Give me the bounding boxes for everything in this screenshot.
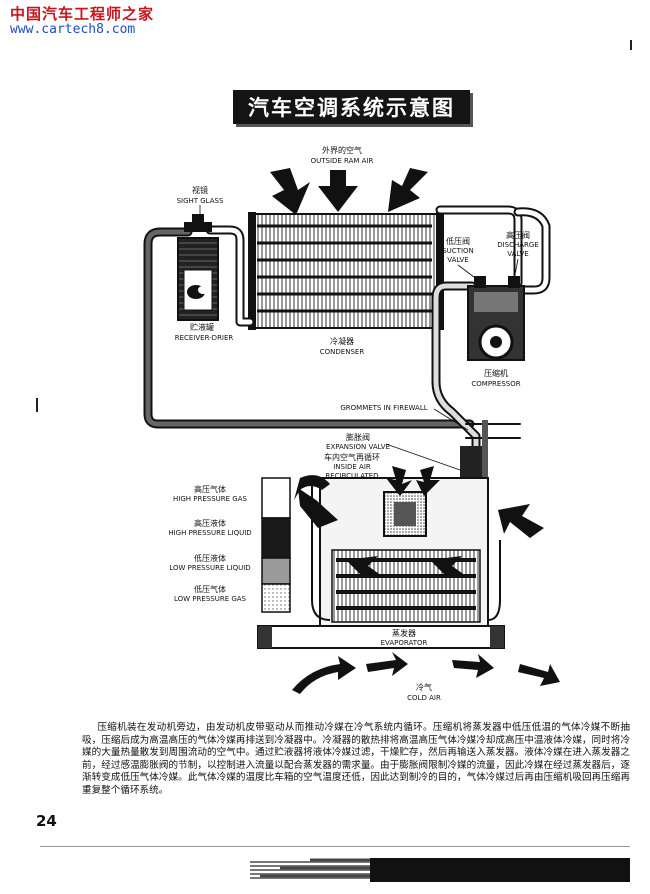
watermark-url: www.cartech8.com	[10, 22, 136, 38]
recirculated-air-arrow-right	[416, 466, 440, 496]
page-number: 24	[36, 812, 57, 830]
legend-label-1-en: HIGH PRESSURE LIQUID	[168, 529, 251, 537]
legend-label-2-cn: 低压液体	[194, 553, 226, 563]
label-expansion-cn: 膨胀阀	[346, 432, 370, 442]
label-evaporator-cn: 蒸发器	[392, 628, 416, 638]
recirculated-air-arrow-left	[386, 466, 412, 496]
label-inside-air-en-2: RECIRCULATED	[325, 472, 378, 480]
suction-valve-icon	[474, 276, 486, 288]
scan-footer-streaks	[250, 852, 630, 882]
label-sight-glass-cn: 视镜	[192, 185, 208, 195]
scan-footer-bar	[250, 852, 630, 882]
outside-air-arrow-center	[318, 170, 358, 212]
label-suction-en-2: VALVE	[447, 256, 468, 264]
label-sight-glass-en: SIGHT GLASS	[177, 197, 224, 205]
scan-edge-mark	[630, 40, 632, 50]
outside-air-arrows	[270, 168, 428, 215]
cold-air-arrow-3	[452, 654, 494, 678]
condenser	[248, 212, 444, 330]
page-title: 汽车空调系统示意图	[233, 90, 470, 124]
label-cold-air-en: COLD AIR	[407, 694, 441, 702]
label-expansion-en: EXPANSION VALVE	[326, 443, 390, 451]
compressor	[467, 276, 525, 361]
diagram-labels: 外界的空气 OUTSIDE RAM AIR 视镜 SIGHT GLASS 贮液罐…	[168, 145, 538, 702]
label-condenser-en: CONDENSER	[320, 348, 365, 356]
label-compressor-cn: 压缩机	[484, 368, 508, 378]
label-cold-air-cn: 冷气	[416, 682, 432, 692]
label-evaporator-en: EVAPORATOR	[381, 639, 428, 647]
legend	[261, 477, 291, 613]
legend-swatch-high-pressure-gas	[261, 477, 291, 519]
cold-air-arrow-2	[366, 652, 408, 676]
legend-swatch-low-pressure-liquid	[261, 557, 291, 585]
outside-air-arrow-left	[270, 168, 310, 215]
legend-label-3-en: LOW PRESSURE GAS	[174, 595, 247, 603]
evaporator-unit	[257, 477, 505, 649]
condenser-fins	[254, 213, 438, 329]
inside-air-arrow-right	[498, 504, 544, 538]
label-discharge-en-2: VALVE	[507, 250, 528, 258]
outside-air-arrow-right	[388, 168, 428, 212]
legend-label-2-en: LOW PRESSURE LIQUID	[169, 564, 250, 572]
watermark-site-name: 中国汽车工程师之家	[10, 5, 155, 23]
sight-glass-icon	[192, 214, 204, 224]
label-discharge-en-1: DISCHARGE	[497, 241, 539, 249]
label-receiver-cn: 贮液罐	[190, 322, 214, 332]
label-receiver-en: RECEIVER-DRIER	[175, 334, 234, 342]
cold-air-arrow-4	[518, 664, 560, 686]
legend-swatch-high-pressure-liquid	[261, 517, 291, 559]
body-paragraph: 压缩机装在发动机旁边，由发动机皮带驱动从而推动冷媒在冷气系统内循环。压缩机将蒸发…	[82, 722, 630, 796]
leader-lines	[199, 205, 519, 471]
cold-air-arrows	[292, 652, 560, 694]
label-grommets-en: GROMMETS IN FIREWALL	[340, 404, 427, 412]
discharge-valve-icon	[508, 276, 520, 288]
legend-label-0-en: HIGH PRESSURE GAS	[173, 495, 247, 503]
label-compressor-en: COMPRESSOR	[471, 380, 520, 388]
evaporator-airflow-arrow-left	[346, 556, 382, 578]
legend-swatch-low-pressure-gas	[261, 583, 291, 613]
label-inside-air-cn: 车内空气再循环	[324, 452, 380, 462]
label-suction-cn: 低压阀	[446, 236, 470, 246]
evaporator-airflow-arrow-right	[430, 556, 466, 578]
inside-air-arrows	[294, 466, 544, 578]
label-inside-air-en-1: INSIDE AIR	[333, 463, 371, 471]
scan-border-bottom	[40, 846, 630, 847]
legend-label-3-cn: 低压气体	[194, 584, 226, 594]
label-condenser-cn: 冷凝器	[330, 336, 354, 346]
blower-fan	[383, 491, 427, 537]
legend-label-0-cn: 高压气体	[194, 484, 226, 494]
label-suction-en-1: SUCTION	[442, 247, 474, 255]
label-outside-air-cn: 外界的空气	[322, 145, 362, 155]
label-outside-air-en: OUTSIDE RAM AIR	[311, 157, 374, 165]
scan-edge-mark	[36, 398, 38, 412]
label-discharge-cn: 高压阀	[506, 230, 530, 240]
legend-label-1-cn: 高压液体	[194, 518, 226, 528]
cold-air-arrow-1	[292, 656, 356, 694]
receiver-drier	[177, 214, 219, 321]
refrigerant-lines	[143, 205, 551, 483]
watermark: 中国汽车工程师之家 www.cartech8.com	[10, 5, 155, 38]
inside-air-arrow-left	[294, 475, 330, 500]
